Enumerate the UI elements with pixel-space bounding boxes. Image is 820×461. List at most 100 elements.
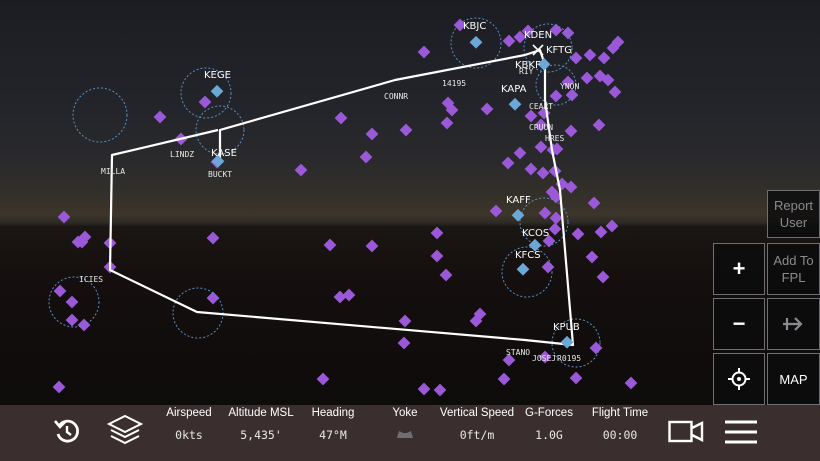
navaid-marker[interactable] — [365, 127, 379, 141]
navaid-marker[interactable] — [580, 71, 594, 85]
airport-label-kaff: KAFF — [506, 195, 531, 206]
navaid-marker[interactable] — [473, 307, 487, 321]
airport-marker-kege[interactable] — [210, 84, 224, 98]
airport-label-kcos: KCOS — [522, 228, 549, 239]
add-to-fpl-button[interactable]: Add To FPL — [767, 243, 820, 295]
navaid-marker[interactable] — [596, 270, 610, 284]
navaid-marker[interactable] — [430, 249, 444, 263]
minus-icon: − — [732, 311, 746, 336]
zoom-out-button[interactable]: − — [713, 298, 765, 350]
navaid-marker[interactable] — [342, 288, 356, 302]
airport-marker-kaff[interactable] — [511, 208, 525, 222]
navaid-marker[interactable] — [397, 336, 411, 350]
navaid-marker[interactable] — [198, 95, 212, 109]
navaid-marker[interactable] — [549, 89, 563, 103]
navaid-marker[interactable] — [501, 156, 515, 170]
navaid-marker[interactable] — [538, 206, 552, 220]
navaid-marker[interactable] — [153, 110, 167, 124]
menu-icon — [725, 420, 757, 444]
navaid-marker[interactable] — [513, 146, 527, 160]
reset-button[interactable] — [52, 416, 82, 450]
navaid-marker[interactable] — [597, 51, 611, 65]
navaid-marker[interactable] — [206, 231, 220, 245]
navaid-marker[interactable] — [398, 314, 412, 328]
navaid-marker[interactable] — [71, 235, 85, 249]
menu-button[interactable] — [723, 418, 759, 450]
navaid-marker[interactable] — [605, 219, 619, 233]
airspeed-readout: Airspeed 0kts — [166, 407, 212, 442]
navaid-marker[interactable] — [333, 290, 347, 304]
navaid-marker[interactable] — [608, 85, 622, 99]
navaid-marker[interactable] — [583, 48, 597, 62]
navaid-marker[interactable] — [480, 102, 494, 116]
airport-label-kden: KDEN — [524, 30, 552, 41]
yoke-icon — [397, 431, 413, 438]
navaid-marker[interactable] — [536, 166, 550, 180]
waypoint-label: 14195 — [442, 79, 466, 88]
navaid-marker[interactable] — [365, 239, 379, 253]
navaid-marker[interactable] — [502, 34, 516, 48]
zoom-in-button[interactable]: + — [713, 243, 765, 295]
navaid-marker[interactable] — [323, 238, 337, 252]
layers-button[interactable] — [106, 414, 144, 452]
navaid-marker[interactable] — [585, 250, 599, 264]
map-view[interactable]: KBJC KDEN KFTG KBKF KAPA KEGE KASE KAFF … — [0, 0, 820, 405]
navaid-marker[interactable] — [624, 376, 638, 390]
airport-label-kpub: KPUB — [553, 322, 580, 333]
navaid-marker[interactable] — [440, 116, 454, 130]
navaid-marker[interactable] — [65, 313, 79, 327]
waypoint-label: HRES — [545, 134, 564, 143]
waypoint-label: BUCKT — [208, 170, 232, 179]
airport-marker-kase[interactable] — [211, 154, 225, 168]
navaid-marker[interactable] — [571, 227, 585, 241]
navaid-marker[interactable] — [439, 268, 453, 282]
navaid-marker[interactable] — [294, 163, 308, 177]
navaid-marker[interactable] — [594, 225, 608, 239]
navaid-marker[interactable] — [399, 123, 413, 137]
navaid-marker[interactable] — [334, 111, 348, 125]
g-forces-readout: G-Forces 1.0G — [525, 407, 573, 442]
navaid-marker[interactable] — [548, 222, 562, 236]
vertical-speed-readout: Vertical Speed 0ft/m — [439, 407, 515, 442]
map-mode-button[interactable]: MAP — [767, 353, 820, 405]
navaid-marker[interactable] — [561, 26, 575, 40]
navaid-marker[interactable] — [417, 45, 431, 59]
navaid-marker[interactable] — [592, 118, 606, 132]
airport-marker-kfcs[interactable] — [516, 262, 530, 276]
camera-icon — [668, 420, 704, 443]
airport-marker-kapa[interactable] — [508, 97, 522, 111]
waypoint-label: STANO — [506, 348, 530, 357]
navaid-marker[interactable] — [433, 383, 447, 397]
airport-label-kbkf: KBKF — [515, 60, 541, 71]
navaid-marker[interactable] — [52, 380, 66, 394]
airport-marker-kbjc[interactable] — [469, 35, 483, 49]
waypoint-label: YNON — [560, 82, 579, 91]
report-user-button[interactable]: Report User — [767, 190, 820, 238]
navaid-marker[interactable] — [489, 204, 503, 218]
navaid-marker[interactable] — [53, 284, 67, 298]
navaid-marker[interactable] — [497, 372, 511, 386]
navaid-marker[interactable] — [541, 260, 555, 274]
direct-to-button[interactable] — [767, 298, 820, 350]
camera-button[interactable] — [668, 419, 704, 449]
navaid-marker[interactable] — [524, 109, 538, 123]
navaid-marker[interactable] — [430, 226, 444, 240]
locate-button[interactable] — [713, 353, 765, 405]
waypoint-label: CONNR — [384, 92, 408, 101]
flight-time-readout: Flight Time 00:00 — [591, 407, 649, 442]
waypoint-label: RIY — [519, 67, 534, 76]
navaid-marker[interactable] — [524, 162, 538, 176]
navaid-marker[interactable] — [206, 291, 220, 305]
navaid-marker[interactable] — [445, 103, 459, 117]
waypoint-label: LINDZ — [170, 150, 194, 159]
navaid-marker[interactable] — [65, 295, 79, 309]
navaid-marker[interactable] — [564, 124, 578, 138]
navaid-marker[interactable] — [316, 372, 330, 386]
navaid-marker[interactable] — [57, 210, 71, 224]
navaid-marker[interactable] — [569, 371, 583, 385]
navaid-marker[interactable] — [587, 196, 601, 210]
navaid-marker[interactable] — [549, 211, 563, 225]
navaid-marker[interactable] — [359, 150, 373, 164]
navaid-marker[interactable] — [453, 18, 467, 32]
navaid-marker[interactable] — [417, 382, 431, 396]
